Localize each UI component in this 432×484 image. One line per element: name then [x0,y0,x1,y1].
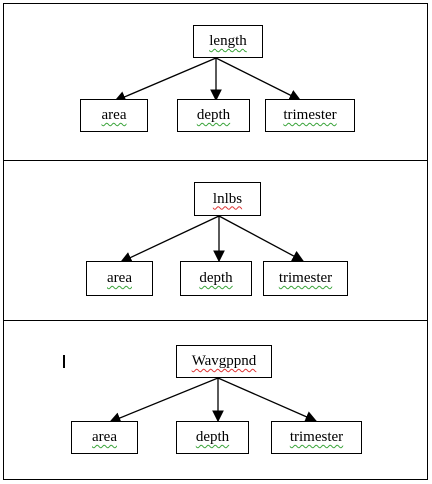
tree-3-child-area-label: area [92,429,117,445]
tree-2-root: lnlbs [194,182,261,216]
text-cursor [63,355,65,368]
tree-3-child-trimester: trimester [271,421,362,454]
tree-1-child-depth: depth [177,99,250,132]
tree-1-child-area: area [80,99,148,132]
tree-2-child-area: area [86,261,153,296]
tree-3-root-label: Wavgppnd [191,353,257,369]
tree-1-child-depth-label: depth [196,107,231,123]
tree-1-child-trimester-label: trimester [283,107,337,123]
edge-1-trimester [215,57,302,101]
edge-2-trimester [218,215,305,262]
edge-3-trimester [217,377,318,423]
tree-1-root: length [193,25,263,58]
edge-2-area [119,215,220,263]
tree-2-root-label: lnlbs [212,190,243,207]
tree-1-child-area-label: area [101,107,127,123]
edge-1-area [113,57,217,103]
tree-3-child-depth-label: depth [195,429,230,445]
tree-1-root-label: length [209,33,247,49]
tree-2-child-area-label: area [107,270,132,286]
tree-3-child-depth: depth [176,421,249,454]
tree-1-child-trimester: trimester [265,99,355,132]
tree-3-child-trimester-label: trimester [289,429,344,445]
tree-2-child-depth: depth [180,261,252,296]
tree-2-child-depth-label: depth [199,270,233,286]
tree-2-child-trimester: trimester [263,261,348,296]
tree-3-root: Wavgppnd [176,345,272,378]
edge-3-area [108,377,219,424]
tree-2-child-trimester-label: trimester [278,270,333,286]
tree-3-child-area: area [71,421,138,454]
